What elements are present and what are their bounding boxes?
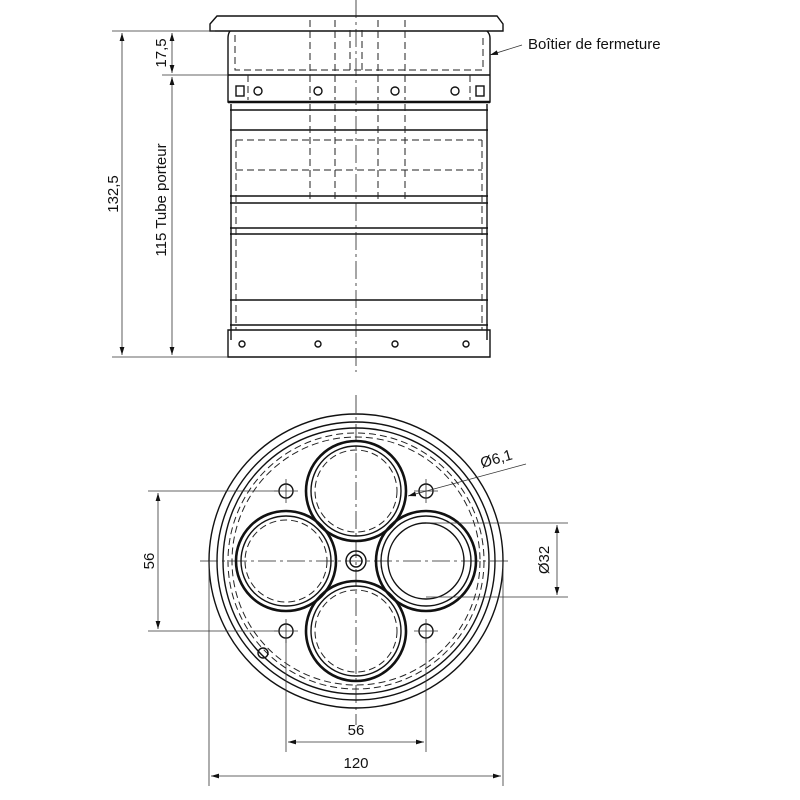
tube-bottom xyxy=(304,579,408,683)
mounting-holes xyxy=(257,479,438,659)
dim-horizontal-spacing: 56 xyxy=(348,722,365,739)
tube-left xyxy=(234,509,338,613)
dimensions-side xyxy=(112,30,523,358)
screw-holes-bottom xyxy=(238,340,470,348)
center-hole xyxy=(345,550,367,572)
dimensions-top xyxy=(148,463,568,786)
dim-outer-dia: 120 xyxy=(343,755,368,772)
housing-leader xyxy=(489,44,523,56)
dim-housing-height: 17,5 xyxy=(153,38,170,67)
housing-hidden-lines xyxy=(234,20,484,100)
housing-label: Boîtier de fermeture xyxy=(528,36,661,53)
tube-top xyxy=(304,439,408,543)
dim-vertical-spacing: 56 xyxy=(141,553,158,570)
dim-hole-dia: Ø6,1 xyxy=(478,447,514,472)
dim-tube-dia: Ø32 xyxy=(536,546,553,574)
dim-total-height: 132,5 xyxy=(105,175,122,213)
dim-tube: 115 Tube porteur xyxy=(153,143,170,256)
tube-hidden-lines xyxy=(235,104,483,330)
carrier-tube xyxy=(227,104,491,358)
flange xyxy=(209,15,504,32)
screw-holes-top xyxy=(235,85,485,97)
top-view: 56 56 120 Ø32 Ø6,1 xyxy=(141,395,568,786)
side-view: 132,5 115 Tube porteur 17,5 Boîtier de f… xyxy=(105,0,661,372)
